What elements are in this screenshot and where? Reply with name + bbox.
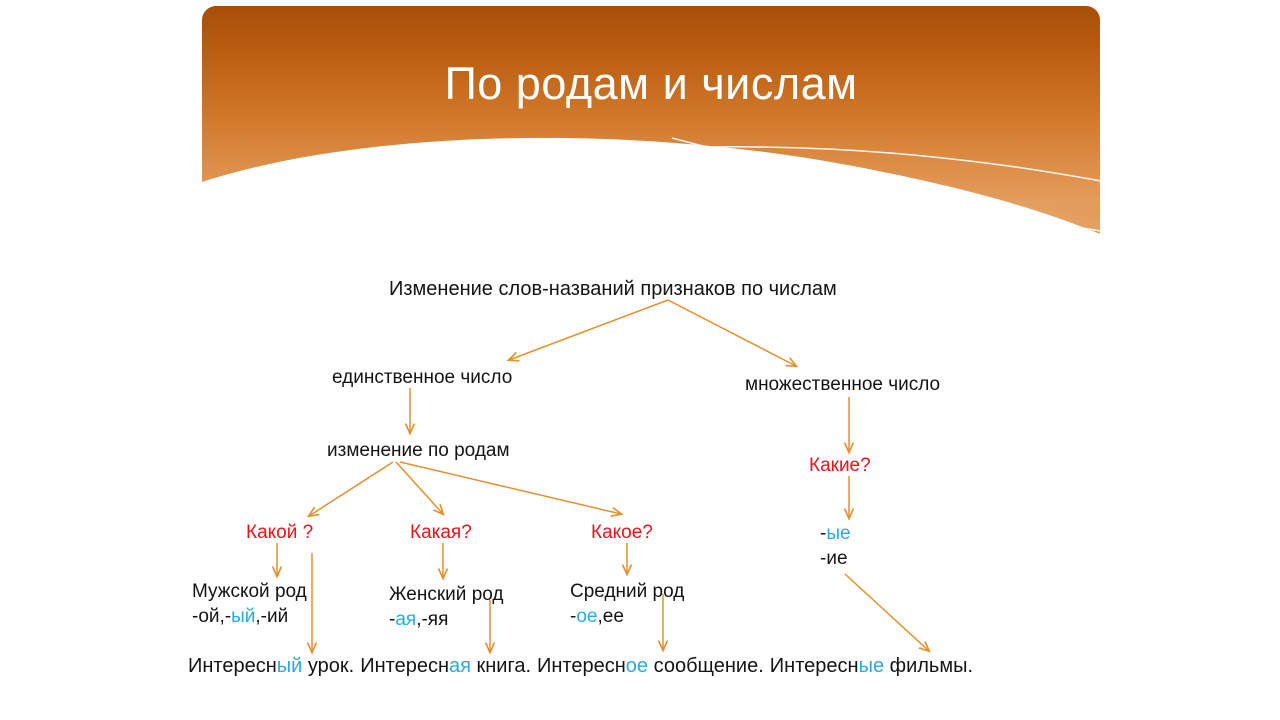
node-question-masculine: Какой ? xyxy=(246,522,314,543)
node-singular-label: единственное число xyxy=(332,367,513,388)
example-sentence-item: Интересные фильмы. xyxy=(769,655,974,677)
gender-feminine-endings: -ая,-яя xyxy=(389,608,449,630)
plural-ending-first: -ые xyxy=(820,523,851,544)
node-change-by-gender-label: изменение по родам xyxy=(327,440,510,461)
gender-neuter-label: Средний род xyxy=(570,581,685,602)
node-plural-label: множественное число xyxy=(745,374,941,395)
example-sentence-item: Интересная книга. xyxy=(360,655,532,677)
example-sentence-item: Интересный урок. xyxy=(188,655,355,677)
gender-masculine-endings: -ой,-ый,-ий xyxy=(192,605,289,627)
example-sentence-line: Интересный урок.Интересная книга.Интерес… xyxy=(188,653,973,679)
node-gender-feminine: Женский род -ая,-яя xyxy=(389,583,504,632)
node-question-feminine: Какая? xyxy=(410,522,472,543)
header-banner xyxy=(202,6,1100,238)
gender-feminine-label: Женский род xyxy=(389,584,504,605)
node-root-label: Изменение слов-названий признаков по чис… xyxy=(389,278,837,300)
node-gender-neuter: Средний род -ое,ее xyxy=(570,580,684,629)
plural-ending-second: -ие xyxy=(820,547,848,569)
node-question-neuter: Какое? xyxy=(591,522,653,543)
node-question-plural: Какие? xyxy=(809,455,871,476)
node-gender-masculine: Мужской род -ой,-ый,-ий xyxy=(192,580,307,629)
gender-neuter-endings: -ое,ее xyxy=(570,605,624,627)
example-sentence-item: Интересное сообщение. xyxy=(537,655,764,677)
gender-masculine-label: Мужской род xyxy=(192,581,307,602)
node-plural-endings: -ые -ие xyxy=(820,522,851,571)
